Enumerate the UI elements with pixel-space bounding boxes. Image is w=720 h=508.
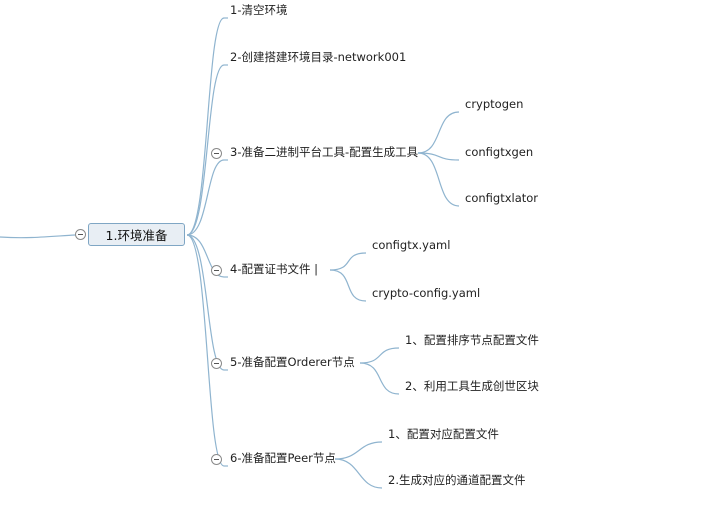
branch-topic-1[interactable]: 1-清空环境: [230, 3, 288, 17]
subtopic-connector-4-1: [329, 252, 367, 271]
branch-connector-1: [186, 17, 225, 236]
subtopic-connector-3-1: [417, 111, 460, 154]
branch-collapse-toggle-5[interactable]: [211, 358, 222, 369]
subtopic-connector-6-1: [334, 441, 383, 460]
branch-connector-5: [186, 234, 225, 371]
subtopic-connector-3-2: [417, 152, 460, 161]
subtopic-4-1[interactable]: configtx.yaml: [372, 238, 451, 252]
central-topic[interactable]: 1.环境准备: [88, 223, 185, 246]
subtopic-5-1[interactable]: 1、配置排序节点配置文件: [405, 333, 539, 347]
subtopic-connector-6-2: [334, 458, 383, 489]
subtopic-connector-5-1: [359, 347, 400, 364]
subtopic-3-2[interactable]: configtxgen: [465, 145, 534, 159]
branch-collapse-toggle-3[interactable]: [211, 148, 222, 159]
central-topic-label: 1.环境准备: [105, 228, 168, 243]
subtopic-4-2[interactable]: crypto-config.yaml: [372, 286, 481, 300]
subtopic-connector-3-3: [417, 152, 460, 207]
branch-collapse-toggle-4[interactable]: [211, 265, 222, 276]
subtopic-3-1[interactable]: cryptogen: [465, 97, 524, 111]
branch-topic-3[interactable]: 3-准备二进制平台工具-配置生成工具: [230, 145, 419, 159]
root-collapse-toggle[interactable]: [75, 229, 86, 240]
branch-connector-3: [186, 159, 225, 236]
subtopic-6-2[interactable]: 2.生成对应的通道配置文件: [388, 473, 526, 487]
root-incoming-connector: [0, 234, 76, 239]
subtopic-5-2[interactable]: 2、利用工具生成创世区块: [405, 379, 539, 393]
branch-topic-5[interactable]: 5-准备配置Orderer节点: [230, 355, 355, 369]
subtopic-6-1[interactable]: 1、配置对应配置文件: [388, 427, 499, 441]
subtopic-connector-5-2: [359, 362, 400, 395]
subtopic-connector-4-2: [329, 269, 367, 302]
branch-topic-4[interactable]: 4-配置证书文件 |: [230, 262, 318, 276]
subtopic-3-3[interactable]: configtxlator: [465, 191, 539, 205]
branch-topic-2[interactable]: 2-创建搭建环境目录-network001: [230, 50, 407, 64]
branch-collapse-toggle-6[interactable]: [211, 454, 222, 465]
branch-connector-4: [186, 234, 225, 278]
branch-connector-2: [186, 64, 225, 236]
branch-topic-6[interactable]: 6-准备配置Peer节点: [230, 451, 336, 465]
